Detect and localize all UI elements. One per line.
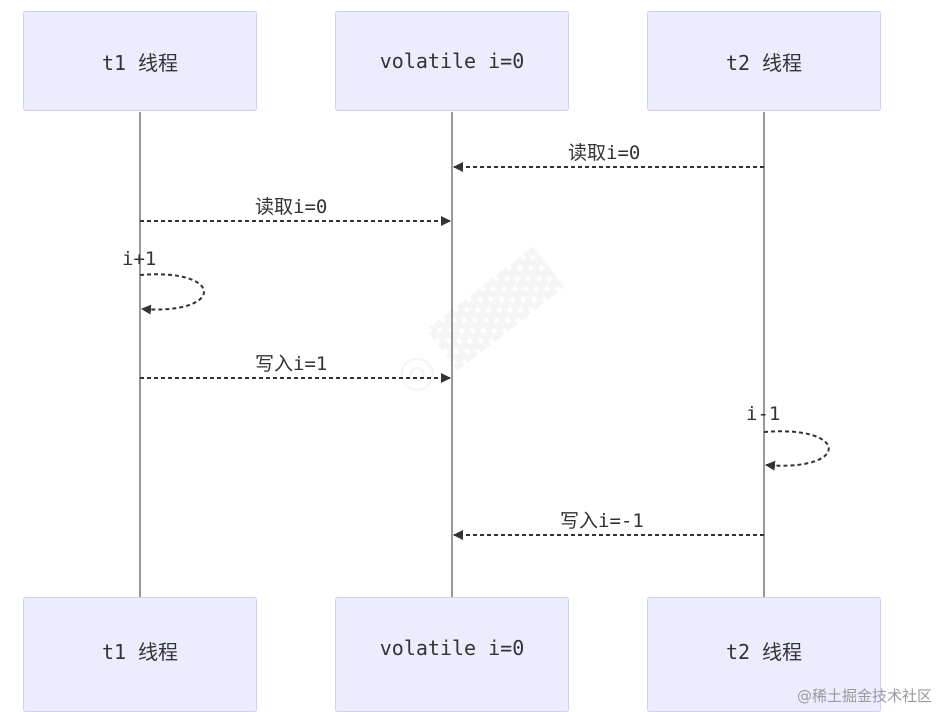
message-label-2: 读取i=0: [255, 196, 328, 218]
message-arrow-3-self-loop: [139, 273, 205, 315]
message-label-4: 写入i=1: [255, 353, 328, 375]
actor-t2-top: t2 线程: [647, 11, 881, 111]
actor-t2-bottom: t2 线程: [647, 597, 881, 712]
actor-volatile-bottom: volatile i=0: [335, 597, 569, 712]
message-label-3: i+1: [122, 248, 157, 270]
message-label-1: 读取i=0: [568, 142, 641, 164]
actor-volatile-top: volatile i=0: [335, 11, 569, 111]
actor-t1-top: t1 线程: [23, 11, 257, 111]
site-watermark: @稀土掘金技术社区: [796, 687, 932, 705]
message-label-6: 写入i=-1: [560, 510, 644, 532]
actor-t1-bottom: t1 线程: [23, 597, 257, 712]
message-arrow-5-self-loop: [763, 430, 830, 471]
message-label-5: i-1: [746, 403, 781, 425]
